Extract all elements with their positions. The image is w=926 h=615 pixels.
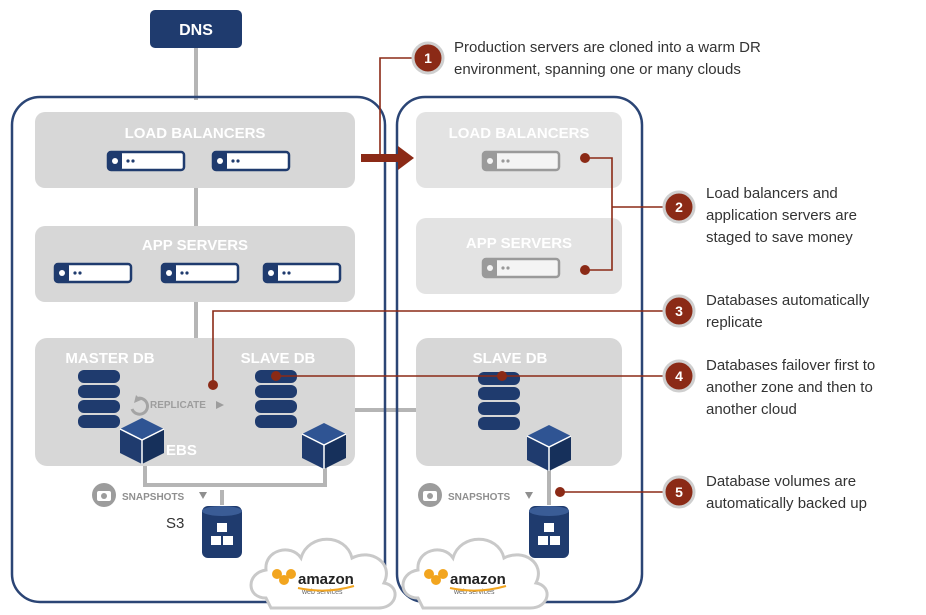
dr-db-panel: SLAVE DB	[416, 338, 622, 472]
dr-region: LOAD BALANCERS APP SERVERS SLAVE DB SNAP…	[395, 95, 644, 610]
primary-snapshots: SNAPSHOTS	[92, 483, 207, 507]
callout-text-line: application servers are	[706, 207, 857, 224]
dr-app-servers-panel: APP SERVERS	[416, 218, 622, 294]
callout-text-line: Production servers are cloned into a war…	[454, 39, 761, 56]
camera-icon	[418, 483, 442, 507]
server-icon	[106, 150, 186, 172]
callout-2: 2 Load balancers and application servers…	[662, 185, 857, 246]
aws-sub-text: web services	[301, 589, 343, 596]
ebs-label: EBS	[166, 442, 197, 459]
aws-brand-text: amazon	[298, 571, 354, 588]
dr-slave-db-label: SLAVE DB	[473, 350, 548, 367]
dr-load-balancers-panel: LOAD BALANCERS	[416, 112, 622, 188]
callout-text-line: another cloud	[706, 401, 797, 418]
callout-text-line: Load balancers and	[706, 185, 838, 202]
server-icon	[481, 257, 561, 279]
callout-number: 1	[424, 50, 432, 66]
callout-text-line: replicate	[706, 314, 763, 331]
dr-app-servers-label: APP SERVERS	[466, 235, 572, 252]
callout-5: 5 Database volumes are automatically bac…	[662, 473, 867, 512]
replicate-arrow-icon	[216, 401, 224, 409]
primary-app-servers-label: APP SERVERS	[142, 237, 248, 254]
callout-text-line: environment, spanning one or many clouds	[454, 61, 741, 78]
s3-bucket-icon	[202, 506, 242, 558]
callout-text-line: Databases automatically	[706, 292, 870, 309]
callout-leaders	[212, 57, 670, 493]
server-icon	[481, 150, 561, 172]
callout-dots	[208, 153, 590, 497]
primary-snapshots-label: SNAPSHOTS	[122, 492, 185, 503]
callout-4: 4 Databases failover first to another zo…	[662, 357, 875, 418]
dns-node: DNS	[150, 10, 242, 48]
server-icon	[160, 262, 240, 284]
callout-3: 3 Databases automatically replicate	[662, 292, 870, 331]
primary-app-servers-panel: APP SERVERS	[35, 226, 355, 302]
server-icon	[53, 262, 133, 284]
master-db-label: MASTER DB	[65, 350, 154, 367]
clone-arrow	[361, 146, 414, 170]
callout-text-line: Databases failover first to	[706, 357, 875, 374]
callout-text-line: automatically backed up	[706, 495, 867, 512]
replicate-label: REPLICATE	[150, 400, 206, 411]
primary-db-panel: MASTER DB SLAVE DB REPLICATE EBS	[35, 338, 355, 470]
aws-cloud-logo: amazon web services	[249, 537, 397, 610]
primary-slave-db-label: SLAVE DB	[241, 350, 316, 367]
aws-brand-text: amazon	[450, 571, 506, 588]
callout-1: 1 Production servers are cloned into a w…	[411, 39, 761, 78]
dns-label: DNS	[179, 22, 213, 39]
aws-sub-text: web services	[453, 589, 495, 596]
callout-number: 3	[675, 303, 683, 319]
server-icon	[262, 262, 342, 284]
callout-number: 4	[675, 368, 683, 384]
camera-icon	[92, 483, 116, 507]
callout-number: 2	[675, 199, 683, 215]
replicate-icon	[130, 395, 149, 416]
dr-snapshots: SNAPSHOTS	[418, 483, 533, 507]
primary-load-balancers-panel: LOAD BALANCERS	[35, 112, 355, 188]
dr-load-balancers-label: LOAD BALANCERS	[449, 125, 590, 142]
s3-label: S3	[166, 515, 184, 532]
primary-load-balancers-label: LOAD BALANCERS	[125, 125, 266, 142]
s3-bucket-icon	[529, 506, 569, 558]
callout-text-line: Database volumes are	[706, 473, 856, 490]
callout-text-line: staged to save money	[706, 229, 853, 246]
callout-number: 5	[675, 484, 683, 500]
server-icon	[211, 150, 291, 172]
callout-text-line: another zone and then to	[706, 379, 873, 396]
dr-snapshots-label: SNAPSHOTS	[448, 492, 511, 503]
aws-cloud-logo: amazon web services	[401, 537, 549, 610]
primary-region: LOAD BALANCERS APP SERVERS MASTER DB SLA…	[10, 95, 397, 610]
